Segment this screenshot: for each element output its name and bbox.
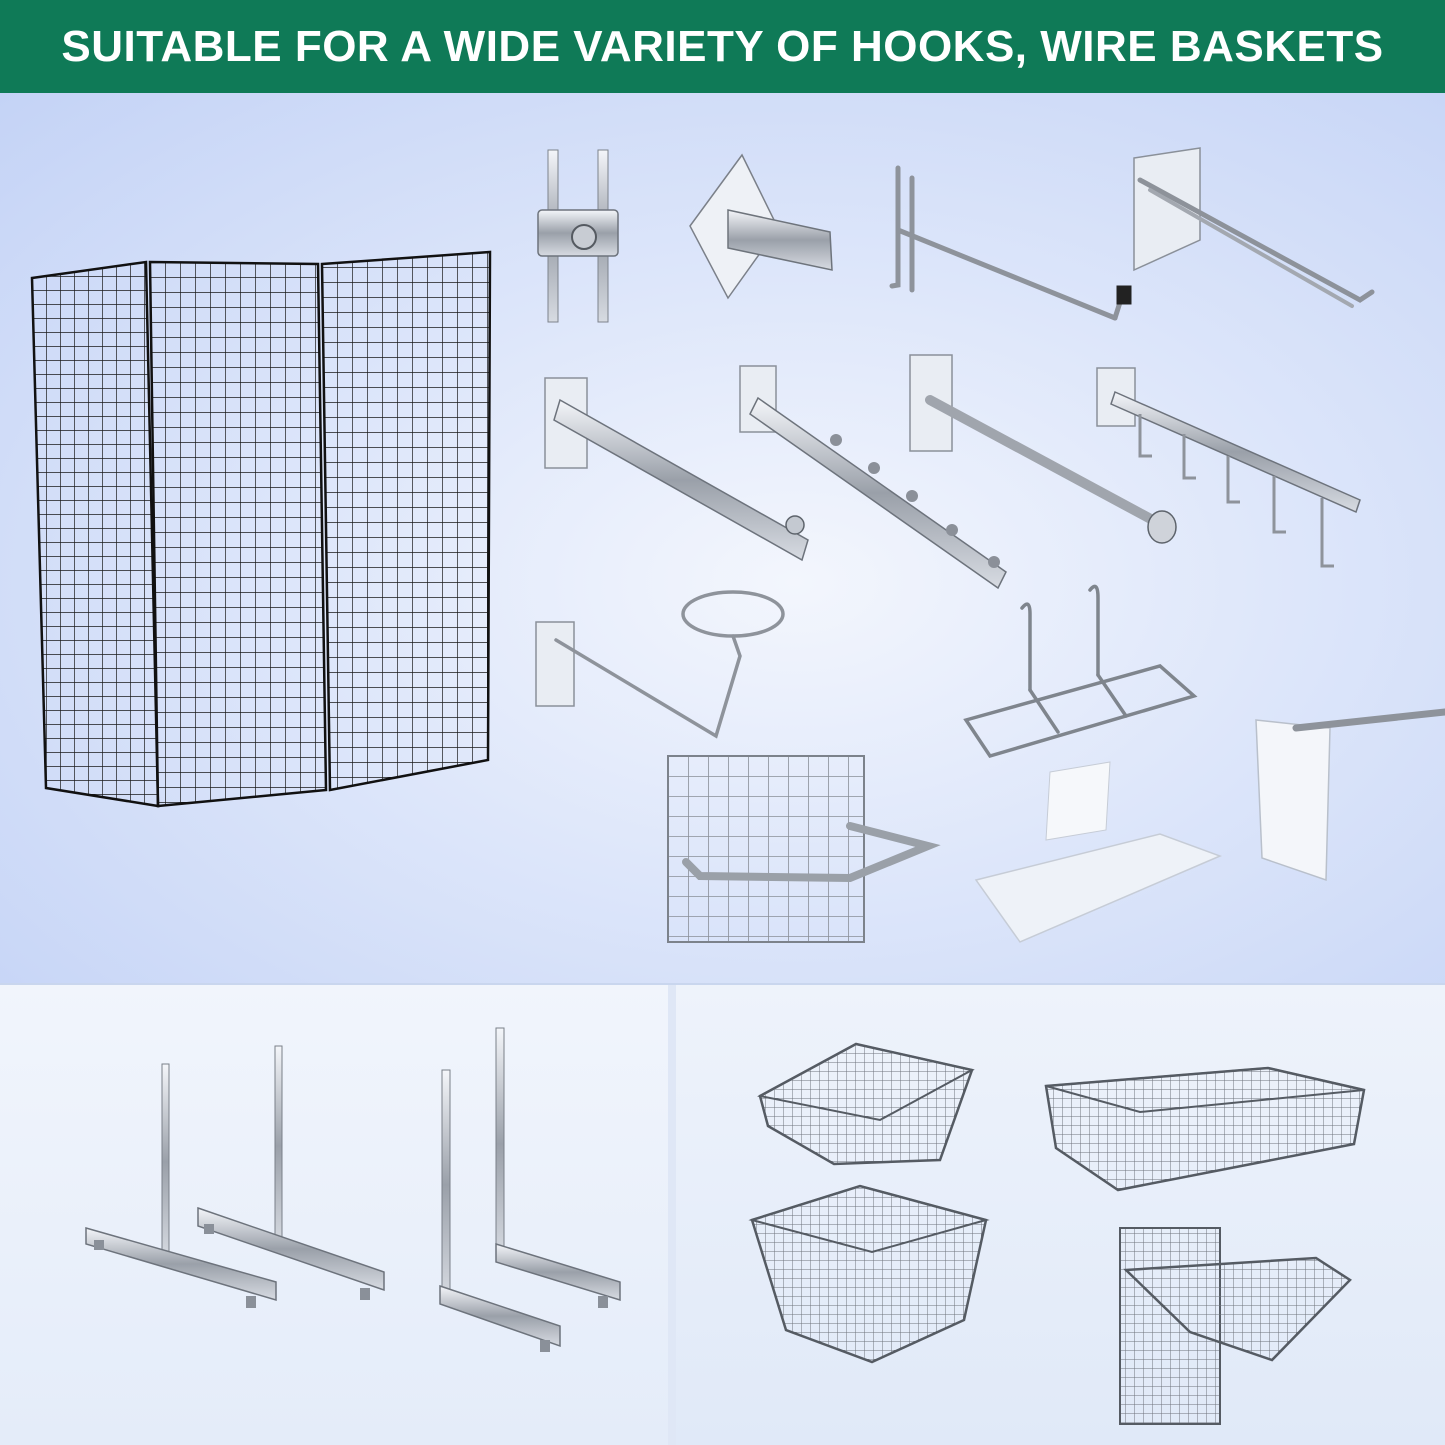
l-base-leg-icon (439, 1069, 561, 1352)
multi-hook-faceout-icon (1096, 367, 1361, 568)
floor-stands-panel (0, 985, 668, 1445)
waterfall-faceout-icon (739, 365, 1007, 590)
gridwall-hook-icon (889, 165, 1132, 321)
banner-title: SUITABLE FOR A WIDE VARIETY OF HOOKS, WI… (61, 21, 1384, 71)
wire-shelf-bracket-icon (963, 584, 1198, 759)
panel-connector-clamp-icon (537, 149, 619, 323)
wire-basket-icon (1044, 1066, 1366, 1192)
slatwall-hook-icon (1133, 147, 1375, 308)
acrylic-shelf-icon (974, 761, 1223, 943)
t-base-leg-icon (197, 1045, 385, 1300)
u-hanger-hook-icon (667, 755, 941, 943)
wire-basket-icon (1119, 1227, 1352, 1425)
round-faceout-icon (909, 354, 1177, 544)
header-banner: SUITABLE FOR A WIDE VARIETY OF HOOKS, WI… (0, 0, 1445, 93)
section-divider-vertical (668, 985, 676, 1445)
wall-bracket-icon (689, 153, 833, 300)
hat-ring-hook-icon (535, 590, 785, 739)
l-base-leg-icon (495, 1027, 621, 1308)
straight-faceout-icon (544, 377, 809, 562)
section-divider (0, 983, 1445, 985)
t-base-leg-icon (85, 1063, 277, 1308)
sign-holder-icon (1255, 708, 1445, 882)
gridwall-folding-panel-icon (30, 250, 492, 808)
wire-basket-icon (748, 1184, 990, 1364)
wire-basket-icon (757, 1042, 975, 1166)
